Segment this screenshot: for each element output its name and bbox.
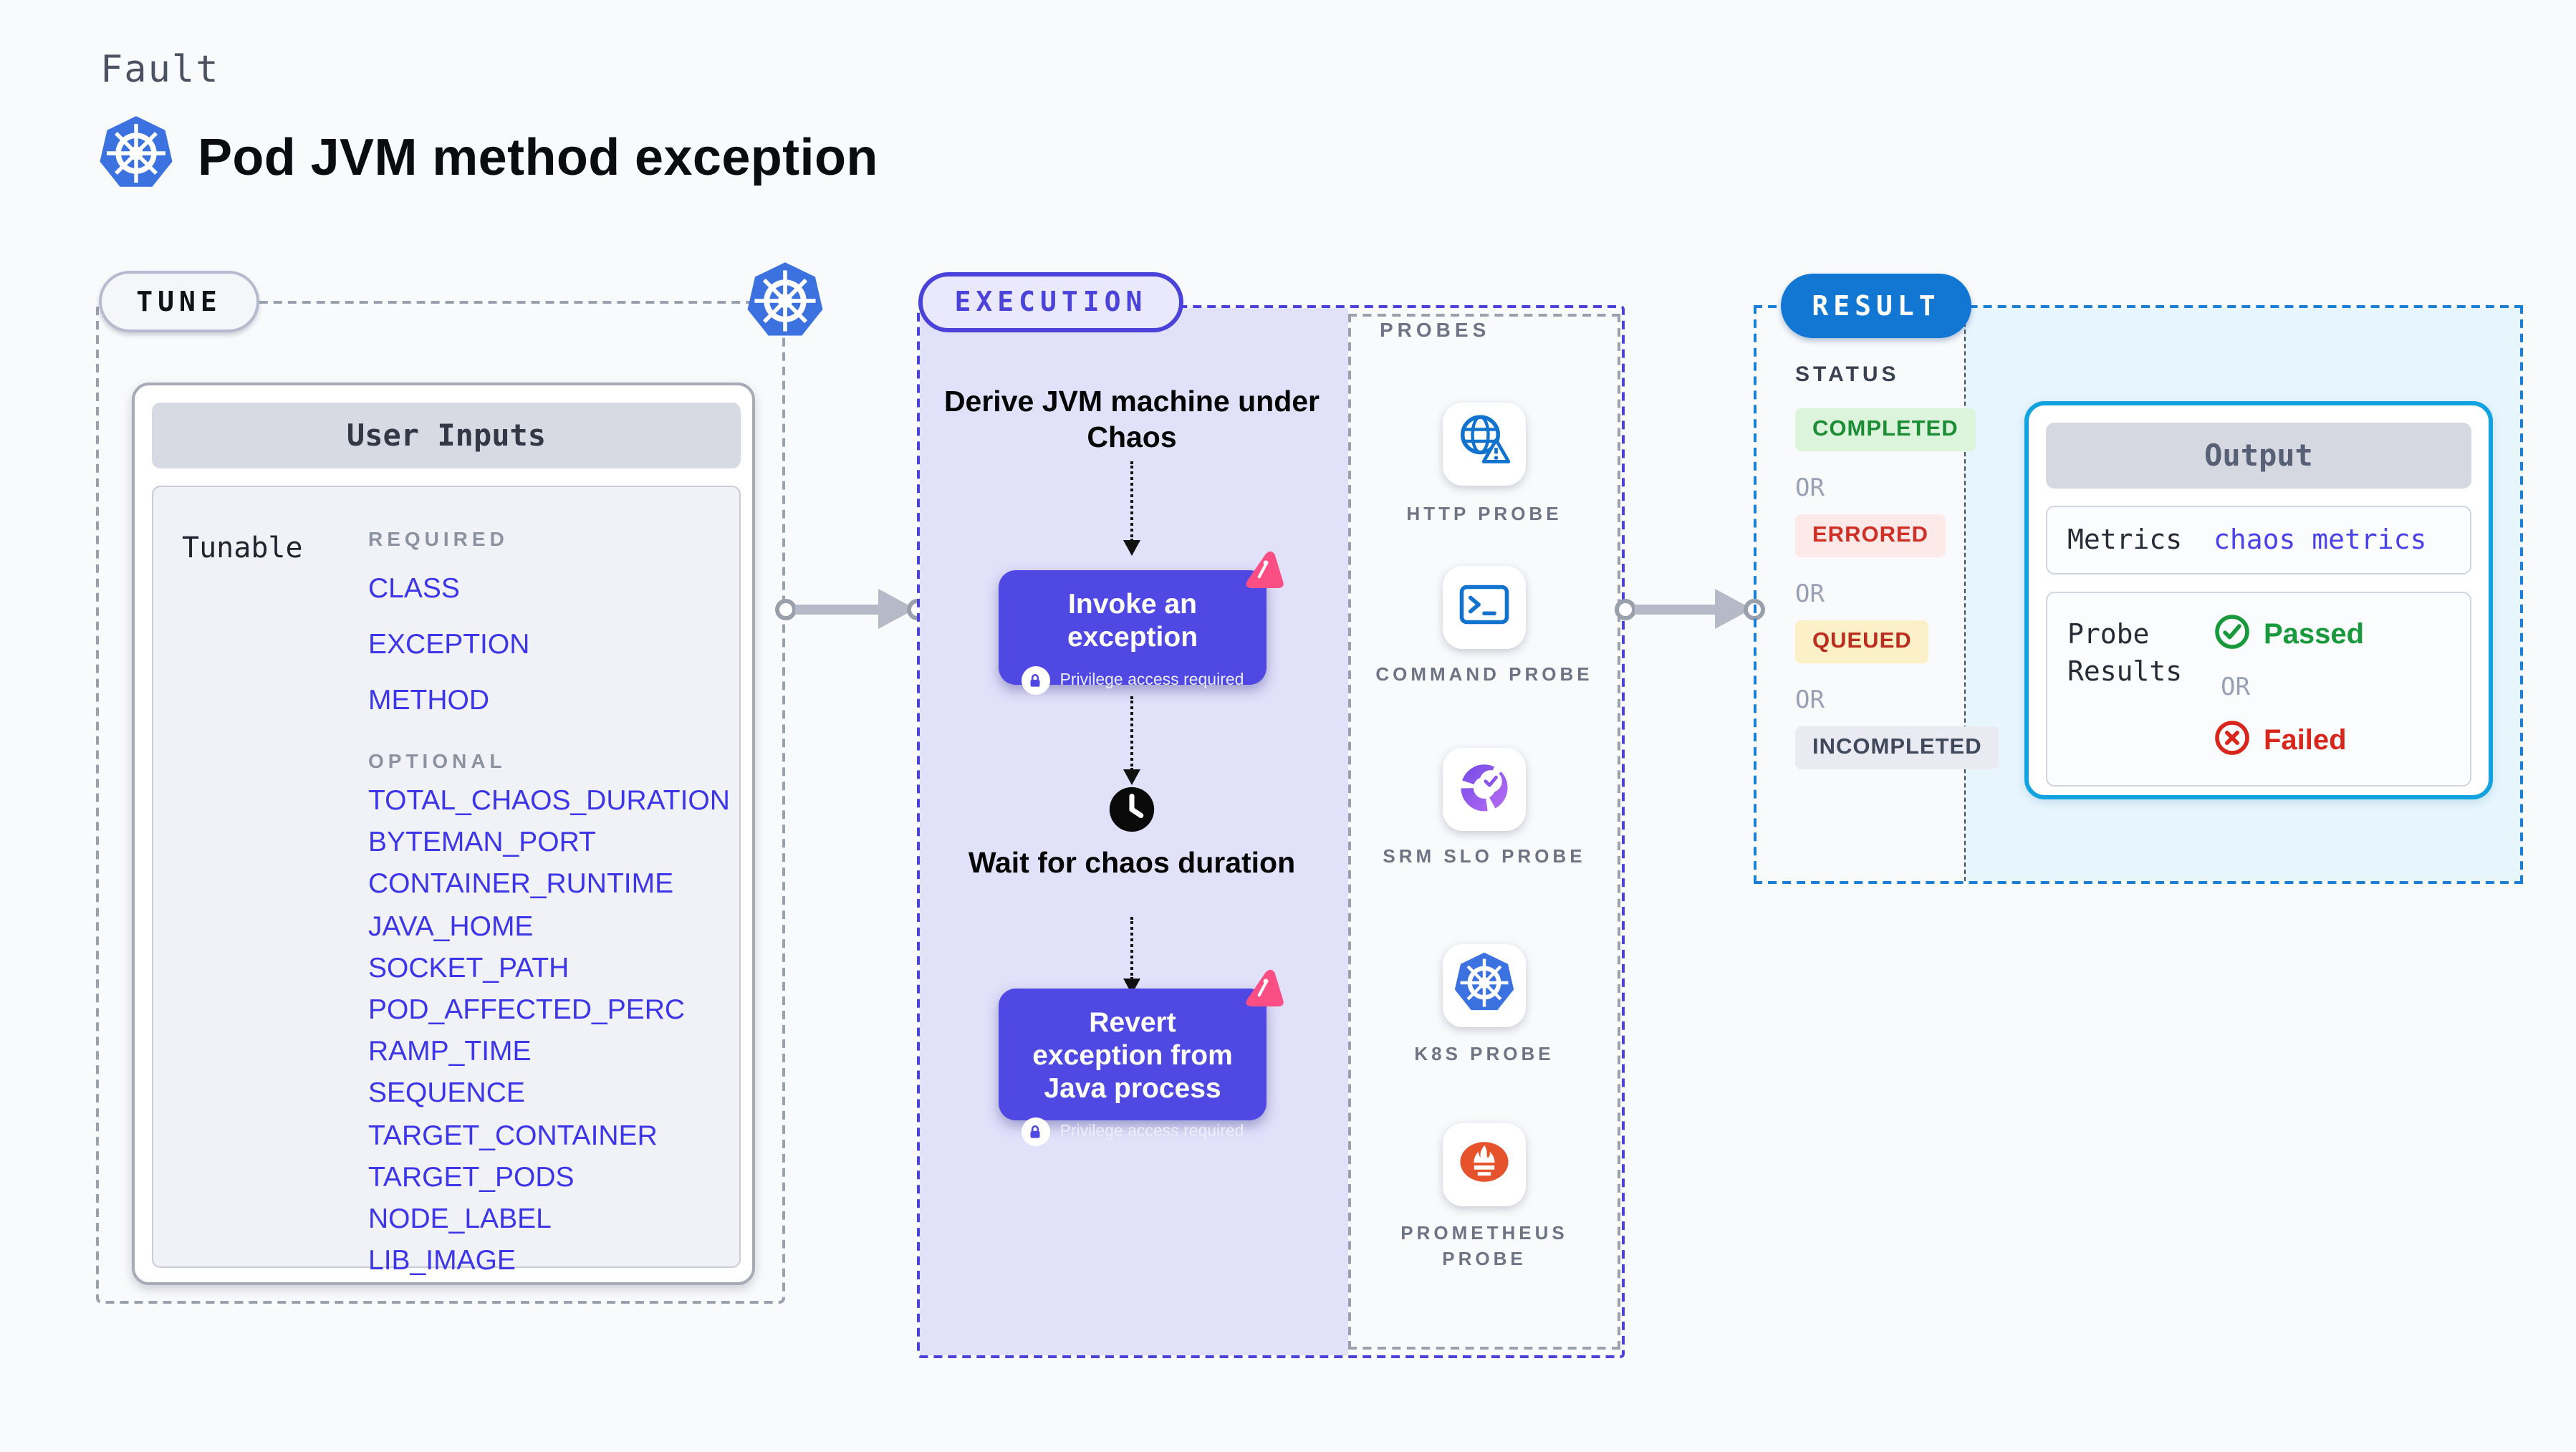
tunable-label: Tunable [182, 530, 303, 564]
tunable-item[interactable]: LIB_IMAGE [368, 1245, 516, 1277]
down-arrow-icon [1123, 917, 1140, 994]
user-inputs-card: User Inputs Tunable REQUIRED CLASS EXCEP… [132, 383, 755, 1285]
prometheus-probe-icon [1451, 1128, 1517, 1201]
result-pill[interactable]: RESULT [1781, 274, 1971, 338]
tunable-item[interactable]: POD_AFFECTED_PERC [368, 994, 686, 1027]
tunable-item[interactable]: SOCKET_PATH [368, 952, 569, 984]
tunable-item[interactable]: NODE_LABEL [368, 1203, 552, 1236]
node-title: Revert exception from Java process [1032, 1007, 1233, 1105]
litmus-chaos-icon [1235, 966, 1287, 1017]
down-arrow-icon [1123, 696, 1140, 785]
k8s-probe-icon [1453, 951, 1516, 1021]
kubernetes-icon [97, 115, 175, 199]
or-label: OR [1795, 686, 1825, 715]
node-title: Invoke an exception [1067, 589, 1198, 653]
lock-icon [1021, 1117, 1050, 1146]
or-label: OR [1795, 474, 1825, 503]
litmus-chaos-icon [1235, 547, 1287, 599]
tunable-item[interactable]: RAMP_TIME [368, 1036, 532, 1068]
tunable-item[interactable]: CLASS [368, 573, 460, 605]
probe-label: SRM SLO PROBE [1383, 845, 1586, 867]
k8s-probe-card[interactable] [1443, 944, 1526, 1027]
status-badge-completed: COMPLETED [1795, 408, 1976, 451]
status-badge-errored: ERRORED [1795, 514, 1946, 557]
flow-arrow-tune-execution [795, 605, 878, 615]
user-inputs-header: User Inputs [152, 403, 741, 468]
lock-icon [1021, 666, 1050, 695]
optional-label: OPTIONAL [368, 749, 506, 772]
execution-section-box [917, 305, 1625, 1358]
probe-label: HTTP PROBE [1406, 503, 1562, 524]
optional-items: TOTAL_CHAOS_DURATION BYTEMAN_PORT CONTAI… [368, 781, 730, 1283]
tunable-item[interactable]: SEQUENCE [368, 1077, 525, 1110]
or-label: OR [2221, 673, 2250, 702]
metrics-value[interactable]: chaos metrics [2214, 524, 2427, 556]
revert-exception-node[interactable]: Revert exception from Java process Privi… [999, 969, 1284, 1146]
status-badge-queued: QUEUED [1795, 620, 1929, 663]
or-label: OR [1795, 580, 1825, 609]
required-label: REQUIRED [368, 527, 509, 550]
tunable-item[interactable]: BYTEMAN_PORT [368, 827, 596, 859]
probe-label: COMMAND PROBE [1375, 663, 1593, 685]
privilege-note: Privilege access required [1059, 672, 1244, 689]
command-probe-icon [1454, 574, 1514, 641]
user-inputs-list: Tunable REQUIRED CLASS EXCEPTION METHOD … [152, 486, 741, 1276]
metrics-label: Metrics [2067, 524, 2183, 556]
prometheus-probe-card[interactable] [1443, 1123, 1526, 1206]
connector-dot [1615, 599, 1636, 620]
passed-check-icon [2214, 613, 2251, 658]
status-label: STATUS [1795, 362, 1900, 387]
http-probe-card[interactable] [1443, 403, 1526, 486]
tunable-item[interactable]: TARGET_PODS [368, 1161, 575, 1193]
probes-label: PROBES [1380, 318, 1491, 341]
srm-slo-probe-icon [1453, 754, 1516, 824]
tunable-item[interactable]: EXCEPTION [368, 629, 530, 660]
output-header: Output [2046, 423, 2471, 489]
tunable-item[interactable]: JAVA_HOME [368, 910, 534, 943]
tunable-item[interactable]: CONTAINER_RUNTIME [368, 868, 674, 900]
metrics-row: Metrics chaos metrics [2046, 506, 2471, 574]
kubernetes-corner-icon [745, 261, 825, 348]
failed-x-icon [2214, 719, 2251, 764]
invoke-exception-node[interactable]: Invoke an exception Privilege access req… [999, 551, 1284, 695]
status-badge-incompleted: INCOMPLETED [1795, 726, 1999, 769]
probe-results-label: Probe Results [2067, 619, 2183, 688]
probe-results-row: Probe Results Passed OR F [2046, 592, 2471, 787]
probe-label: PROMETHEUS PROBE [1400, 1222, 1568, 1269]
connector-dot [775, 599, 797, 620]
probe-label: K8S PROBE [1414, 1043, 1554, 1064]
tunable-item[interactable]: TOTAL_CHAOS_DURATION [368, 785, 730, 817]
passed-label: Passed [2264, 619, 2365, 650]
command-probe-card[interactable] [1443, 566, 1526, 649]
wait-step-text: Wait for chaos duration [968, 847, 1296, 880]
output-card: Output Metrics chaos metrics Probe Resul… [2024, 401, 2493, 799]
srm-slo-probe-card[interactable] [1443, 748, 1526, 831]
failed-label: Failed [2264, 725, 2347, 756]
tune-pill[interactable]: TUNE [99, 271, 259, 332]
required-items: CLASS EXCEPTION METHOD [368, 562, 726, 729]
clock-icon [1107, 785, 1156, 841]
result-section-box [1754, 305, 2523, 884]
privilege-note: Privilege access required [1059, 1123, 1244, 1140]
down-arrow-icon [1123, 461, 1140, 556]
tune-section-box [96, 301, 785, 1304]
http-probe-icon [1453, 409, 1516, 479]
flow-arrow-execution-result [1635, 605, 1715, 615]
tunable-item[interactable]: METHOD [368, 685, 489, 716]
page-title-row: Pod JVM method exception [97, 115, 878, 199]
derive-step-text: Derive JVM machine under Chaos [943, 385, 1320, 454]
tunable-item[interactable]: TARGET_CONTAINER [368, 1120, 658, 1152]
fault-kicker: Fault [100, 49, 220, 92]
execution-pill[interactable]: EXECUTION [918, 272, 1183, 332]
page-title: Pod JVM method exception [198, 127, 878, 186]
